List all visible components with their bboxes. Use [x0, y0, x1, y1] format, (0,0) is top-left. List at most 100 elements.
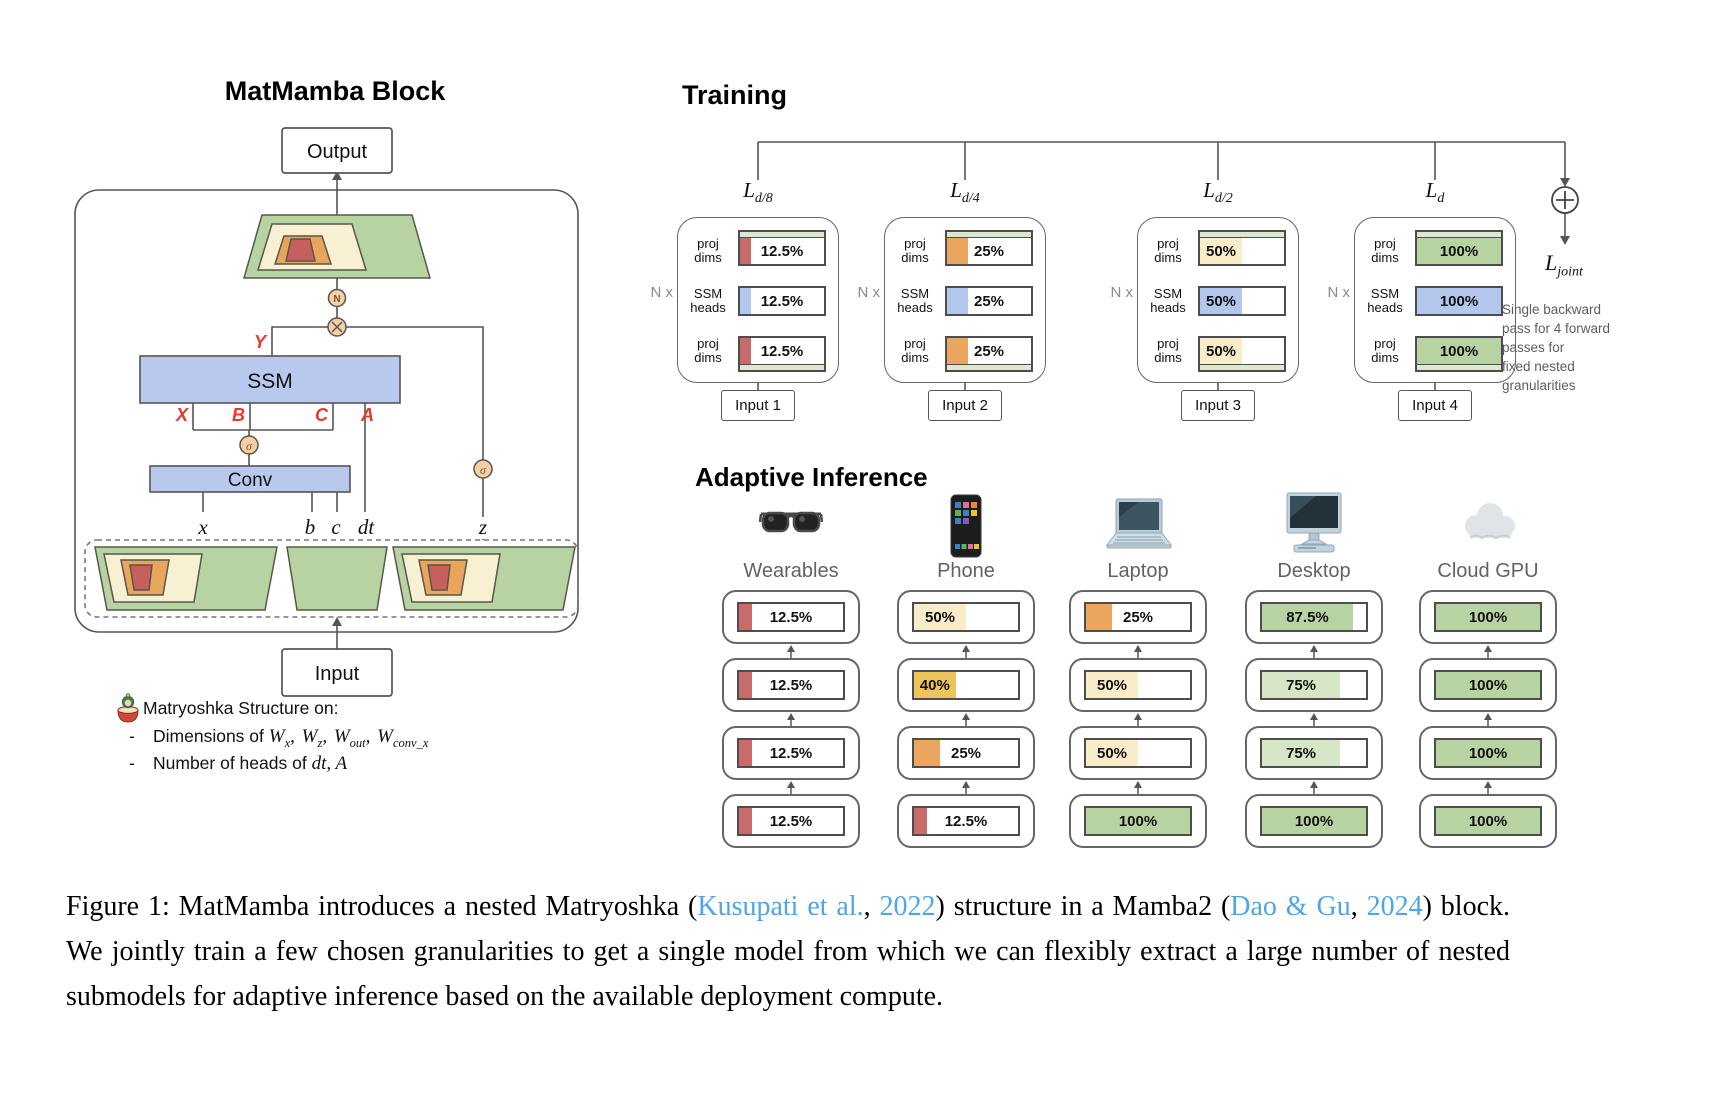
inference-column-cloud-gpu: 100% 100% 100% 100% [1419, 590, 1557, 862]
percent-label: 12.5% [760, 292, 804, 310]
note-line1-prefix: Dimensions of [153, 726, 269, 746]
granularity-bar: 100% [1434, 670, 1542, 700]
norm-op-icon [327, 288, 347, 308]
w-conv-x-term: Wconv_x [377, 726, 429, 750]
percent-label: 100% [1468, 676, 1508, 694]
ssm-box [139, 355, 401, 404]
inference-cell: 100% [1245, 794, 1383, 848]
signal-B: B [232, 405, 245, 425]
input-box-label: Input [315, 663, 360, 685]
full-dims-strip [1198, 365, 1286, 372]
inference-cell: 75% [1245, 726, 1383, 780]
device-label-cloud-gpu: Cloud GPU [1437, 560, 1539, 582]
citation-link-2022[interactable]: 2022 [879, 891, 936, 922]
inference-cell: 100% [1419, 658, 1557, 712]
note-line2-prefix: Number of heads of [153, 753, 312, 773]
conv-box-label: Conv [228, 470, 273, 491]
citation-link-2024[interactable]: 2024 [1366, 891, 1423, 922]
matmamba-outer-box [74, 189, 579, 633]
inference-cell: 100% [1419, 794, 1557, 848]
granularity-loss-label: Ld/8 [743, 178, 773, 207]
granularity-bar: 12.5% [738, 286, 826, 316]
inference-cell: 75% [1245, 658, 1383, 712]
sigma-op-glyph-z: σ [480, 463, 487, 477]
bar-row-label: SSM heads [690, 286, 726, 315]
percent-label: 100% [1439, 292, 1479, 310]
separator: , [290, 726, 300, 747]
inference-cell: 100% [1419, 590, 1557, 644]
signal-C: C [315, 405, 329, 425]
citation-link-dao-gu[interactable]: Dao & Gu [1230, 891, 1351, 922]
signal-Y: Y [254, 332, 268, 352]
z-label-mask [473, 517, 493, 539]
tree-arrowheads [1560, 178, 1570, 245]
full-dims-strip [738, 230, 826, 237]
ssm-box-label: SSM [247, 370, 293, 393]
sigma-op-icon [239, 435, 259, 455]
signal-z: z [478, 515, 487, 539]
separator: , [365, 726, 376, 747]
percent-label: 50% [1096, 744, 1128, 762]
citation-link-kusupati[interactable]: Kusupati et al. [697, 891, 864, 922]
matryoshka-icon [115, 692, 141, 729]
adaptive-inference-title: Adaptive Inference [695, 462, 928, 492]
percent-label: 12.5% [760, 342, 804, 360]
percent-label: 40% [919, 676, 950, 694]
inference-cell: 87.5% [1245, 590, 1383, 644]
granularity-loss-label: Ld/4 [950, 178, 980, 207]
conv-box [149, 465, 351, 493]
inference-cell: 12.5% [722, 726, 860, 780]
granularity-bar: 50% [1198, 236, 1286, 266]
percent-label: 25% [973, 342, 1005, 360]
laptop-icon [1105, 497, 1173, 562]
percent-label: 12.5% [769, 744, 813, 762]
bar-row-label: proj dims [901, 236, 929, 265]
output-projection-trapezoid [243, 214, 431, 279]
inference-cell: 50% [1069, 726, 1207, 780]
inference-cell: 12.5% [897, 794, 1035, 848]
signal-dt: dt [358, 515, 376, 539]
inference-column-wearables: 12.5%12.5%12.5%12.5% [722, 590, 860, 862]
bar-row-label: proj dims [1154, 236, 1182, 265]
inference-column-phone: 50%40%25%12.5% [897, 590, 1035, 862]
percent-label: 50% [1205, 292, 1237, 310]
plus-op-icon [1551, 186, 1579, 214]
percent-label: 100% [1439, 242, 1479, 260]
granularity-loss-label: Ld [1425, 178, 1445, 207]
percent-label: 100% [1118, 812, 1158, 830]
separator: , [322, 726, 332, 747]
training-input-box-4: Input 4 [1398, 390, 1472, 421]
granularity-bar: 75% [1260, 670, 1368, 700]
percent-label: 12.5% [944, 812, 988, 830]
full-dims-strip [1415, 365, 1503, 372]
signal-c: c [331, 515, 341, 539]
percent-label: 100% [1468, 608, 1508, 626]
device-label-desktop: Desktop [1277, 560, 1351, 582]
operator-icons [239, 288, 493, 479]
percent-label: 100% [1468, 744, 1508, 762]
cloud-icon [1456, 498, 1522, 553]
percent-label: 25% [973, 292, 1005, 310]
repeat-n-times-label: N x [857, 284, 881, 301]
inference-cell: 100% [1069, 794, 1207, 848]
bar-row-label: proj dims [1371, 236, 1399, 265]
granularity-bar: 12.5% [738, 236, 826, 266]
wire-signal-labels: x b c dt z [197, 515, 487, 539]
granularity-bar: 100% [1434, 602, 1542, 632]
inference-cell: 25% [897, 726, 1035, 780]
inference-cell: 25% [1069, 590, 1207, 644]
dt-a-term: dt, A [311, 753, 348, 774]
inference-cell: 40% [897, 658, 1035, 712]
device-label-wearables: Wearables [743, 560, 839, 582]
bullet-dash: - [129, 753, 135, 773]
adaptive-flow-arrows [787, 645, 1492, 794]
percent-label: 100% [1468, 812, 1508, 830]
percent-label: 75% [1285, 744, 1317, 762]
output-box-label: Output [307, 141, 367, 163]
bar-row-label: proj dims [694, 236, 722, 265]
